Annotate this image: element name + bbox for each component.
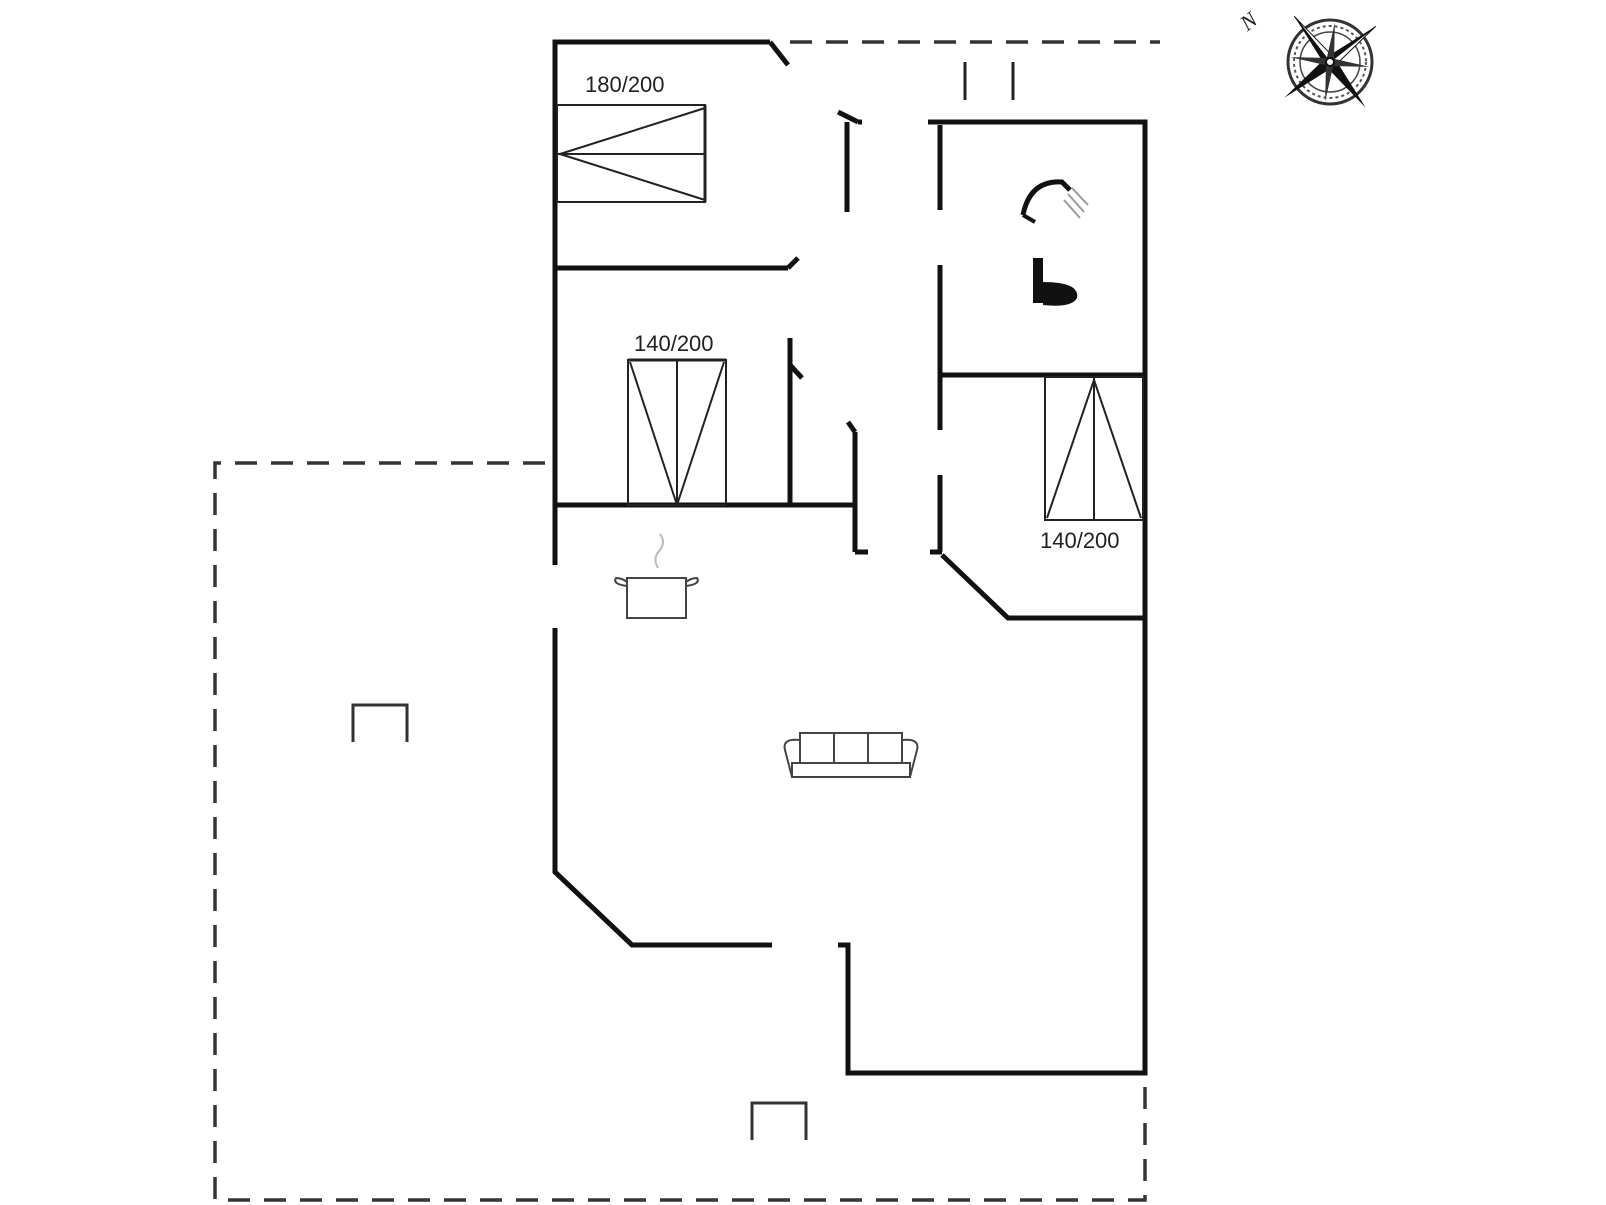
bed-180-200: 180/200	[556, 72, 707, 203]
bed-140-200-a: 140/200	[627, 331, 727, 506]
bed-140-200-b: 140/200	[1040, 376, 1144, 553]
interior-walls	[555, 122, 1145, 621]
bed-size-label: 140/200	[634, 331, 714, 356]
terrace-outline	[213, 40, 1160, 1202]
sofa-icon	[783, 732, 919, 778]
bed-size-label: 180/200	[585, 72, 665, 97]
toilet-icon	[1033, 258, 1078, 306]
entrance-posts	[963, 62, 1015, 100]
compass-north-label: N	[1234, 6, 1263, 36]
terrace-chair-icon	[750, 1101, 808, 1140]
bed-size-label: 140/200	[1040, 528, 1120, 553]
exterior-walls	[552, 39, 1148, 1076]
compass-rose-icon: N	[1234, 6, 1377, 108]
terrace-chair-icon	[351, 703, 409, 742]
cooking-pot-icon	[614, 533, 699, 619]
shower-icon	[1020, 179, 1089, 224]
